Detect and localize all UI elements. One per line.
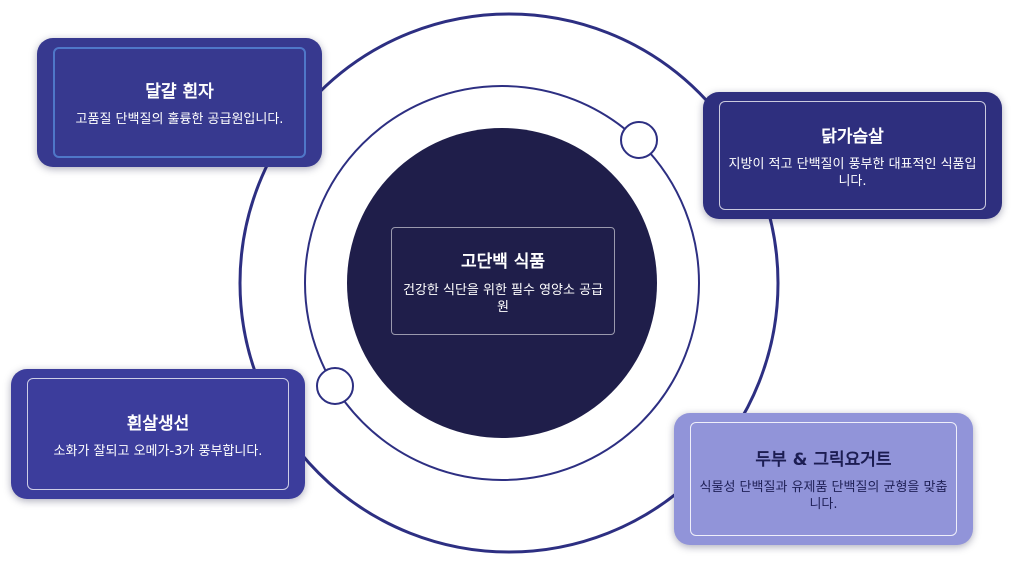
card-chicken-breast-description: 지방이 적고 단백질이 풍부한 대표적인 식품입니다. [728, 156, 977, 189]
center-topic-box: 고단백 식품 건강한 식단을 위한 필수 영양소 공급원 [391, 227, 615, 335]
center-title: 고단백 식품 [460, 251, 546, 272]
card-white-fish-frame: 흰살생선 소화가 잘되고 오메가-3가 풍부합니다. [27, 378, 289, 490]
card-white-fish: 흰살생선 소화가 잘되고 오메가-3가 풍부합니다. [11, 369, 305, 499]
outer-ring [238, 12, 780, 554]
card-tofu-greek-yogurt-frame: 두부 & 그릭요거트 식물성 단백질과 유제품 단백질의 균형을 맞춥니다. [690, 422, 957, 536]
card-tofu-greek-yogurt-description: 식물성 단백질과 유제품 단백질의 균형을 맞춥니다. [699, 480, 948, 512]
card-tofu-greek-yogurt: 두부 & 그릭요거트 식물성 단백질과 유제품 단백질의 균형을 맞춥니다. [674, 413, 973, 545]
card-egg-white-frame: 달걀 흰자 고품질 단백질의 훌륭한 공급원입니다. [53, 47, 306, 158]
inner-ring [304, 85, 700, 481]
card-white-fish-description: 소화가 잘되고 오메가-3가 풍부합니다. [53, 443, 263, 459]
center-circle [347, 128, 657, 438]
card-egg-white-title: 달걀 흰자 [145, 82, 214, 102]
ring-node-upper-right [620, 121, 658, 159]
card-chicken-breast: 닭가슴살 지방이 적고 단백질이 풍부한 대표적인 식품입니다. [703, 92, 1002, 219]
card-tofu-greek-yogurt-title: 두부 & 그릭요거트 [755, 450, 892, 470]
card-chicken-breast-title: 닭가슴살 [821, 126, 884, 147]
ring-node-lower-left [316, 367, 354, 405]
card-chicken-breast-frame: 닭가슴살 지방이 적고 단백질이 풍부한 대표적인 식품입니다. [719, 101, 986, 210]
center-description: 건강한 식단을 위한 필수 영양소 공급원 [402, 282, 604, 315]
card-white-fish-title: 흰살생선 [126, 413, 190, 434]
card-egg-white-description: 고품질 단백질의 훌륭한 공급원입니다. [75, 112, 284, 127]
card-egg-white: 달걀 흰자 고품질 단백질의 훌륭한 공급원입니다. [37, 38, 322, 167]
